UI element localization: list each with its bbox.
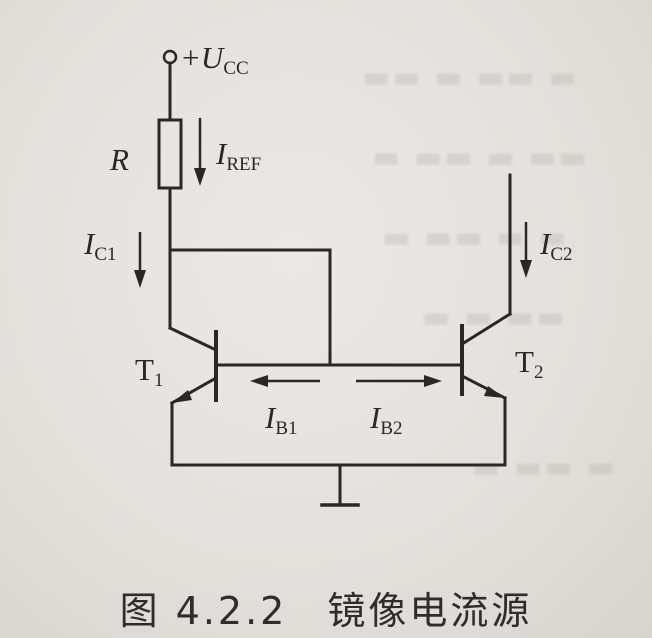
current-mirror-schematic: +UCC R IREF IC1 IC2 T1 T2 IB1 IB2 [83, 40, 573, 507]
ib1-arrowhead [250, 375, 268, 387]
resistor [157, 118, 183, 190]
ic2-label: IC2 [539, 226, 573, 265]
resistor-label: R [109, 142, 129, 177]
supply-label: +UCC [180, 40, 249, 79]
ib2-arrowhead [424, 375, 442, 387]
ic1-label: IC1 [83, 226, 117, 265]
t1-emitter-arrowhead [172, 390, 192, 403]
ic1-arrowhead [134, 270, 146, 288]
t2-collector [459, 311, 513, 347]
t1-label: T1 [135, 352, 163, 391]
t1-collector [167, 325, 219, 353]
iref-arrowhead [194, 168, 206, 186]
ib2-label: IB2 [369, 400, 403, 439]
ib1-label: IB1 [264, 400, 298, 439]
figure-title: 镜像电流源 [327, 589, 533, 633]
supply-terminal [162, 49, 178, 65]
ic2-arrowhead [520, 260, 532, 278]
iref-label: IREF [215, 136, 261, 175]
t2-emitter-arrowhead [484, 386, 505, 398]
figure-caption: 图 4.2.2 镜像电流源 [0, 580, 652, 635]
figure-number: 图 4.2.2 [119, 589, 288, 633]
t2-label: T2 [515, 344, 543, 383]
